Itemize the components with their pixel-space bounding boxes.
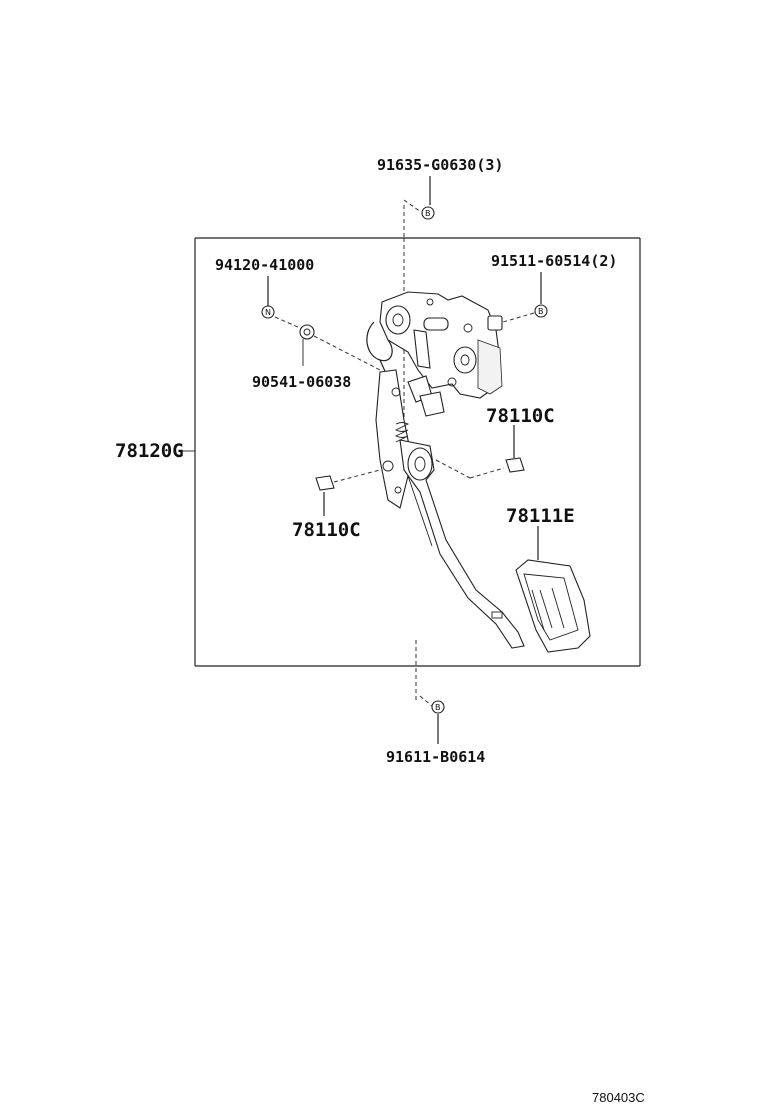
part-label-bracket-bolt[interactable]: 91511-60514(2)	[491, 252, 617, 270]
pedal-pad-part	[515, 526, 591, 653]
drawing-code: 780403C	[592, 1090, 645, 1105]
assembly-frame	[182, 237, 641, 667]
callout-letter: N	[265, 308, 271, 317]
top-bolt-callout: B	[421, 176, 435, 220]
nut-n-callout	[261, 305, 275, 319]
part-label-bushing[interactable]: 90541-06038	[252, 373, 351, 391]
part-label-top-bolt[interactable]: 91635-G0630(3)	[377, 156, 503, 174]
bushing-part	[299, 324, 381, 371]
part-label-nut[interactable]: 94120-41000	[215, 256, 314, 274]
nut-callout: N	[261, 276, 301, 329]
callout-letter: B	[538, 307, 544, 316]
stopper-left-part	[315, 469, 381, 516]
callout-letter: B	[435, 703, 441, 712]
stopper-right-part	[505, 425, 525, 473]
part-label-pad[interactable]: 78111E	[506, 505, 575, 527]
bolt-b-callout-bottom	[431, 700, 445, 714]
part-label-stopper-right[interactable]: 78110C	[486, 405, 555, 427]
pedal-bracket-drawing	[366, 291, 525, 649]
part-label-bottom-bolt[interactable]: 91611-B0614	[386, 748, 485, 766]
bottom-bolt-callout: B	[431, 700, 445, 744]
callout-letter: B	[425, 209, 431, 218]
part-label-stopper-left[interactable]: 78110C	[292, 519, 361, 541]
part-label-assembly[interactable]: 78120G	[115, 440, 184, 462]
bracket-bolt-callout: B	[502, 272, 548, 323]
bolt-b-callout-right	[534, 304, 548, 318]
bolt-b-callout-top	[421, 206, 435, 220]
